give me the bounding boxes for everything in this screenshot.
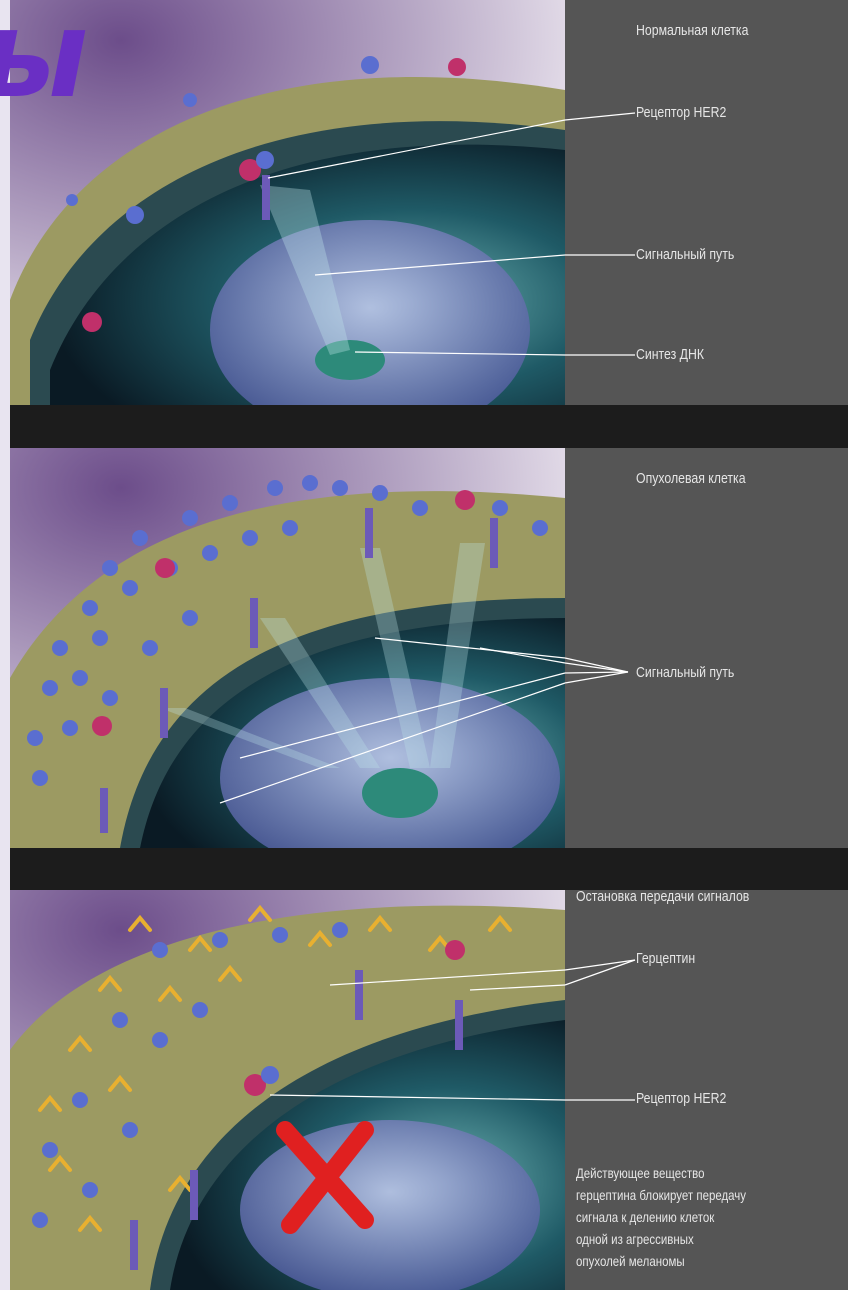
panel-signal-blocking: Остановка передачи сигналов Герцептин Ре… [10,890,848,1290]
panel2-signal-label: Сигнальный путь [636,664,734,682]
separator-1 [10,405,848,448]
panel1-dna-label: Синтез ДНК [636,346,704,364]
panel1-signal-label: Сигнальный путь [636,246,734,264]
panel2-title: Опухолевая клетка [636,470,746,488]
corner-title: ы [0,0,85,125]
illustration-frame: Нормальная клетка Рецептор HER2 Сигнальн… [10,0,848,1290]
panel3-receptor-label: Рецептор HER2 [636,1090,726,1108]
separator-2 [10,848,848,890]
panel1-title: Нормальная клетка [636,22,748,40]
tumor-cell-illustration [10,448,848,848]
normal-cell-illustration [10,0,848,405]
panel3-title: Остановка передачи сигналов [576,890,749,906]
panel-tumor-cell: Опухолевая клетка Сигнальный путь [10,448,848,848]
panel3-note: Действующее вещество герцептина блокируе… [576,1162,746,1272]
panel-normal-cell: Нормальная клетка Рецептор HER2 Сигнальн… [10,0,848,405]
panel3-herceptin-label: Герцептин [636,950,695,968]
panel1-receptor-label: Рецептор HER2 [636,104,726,122]
